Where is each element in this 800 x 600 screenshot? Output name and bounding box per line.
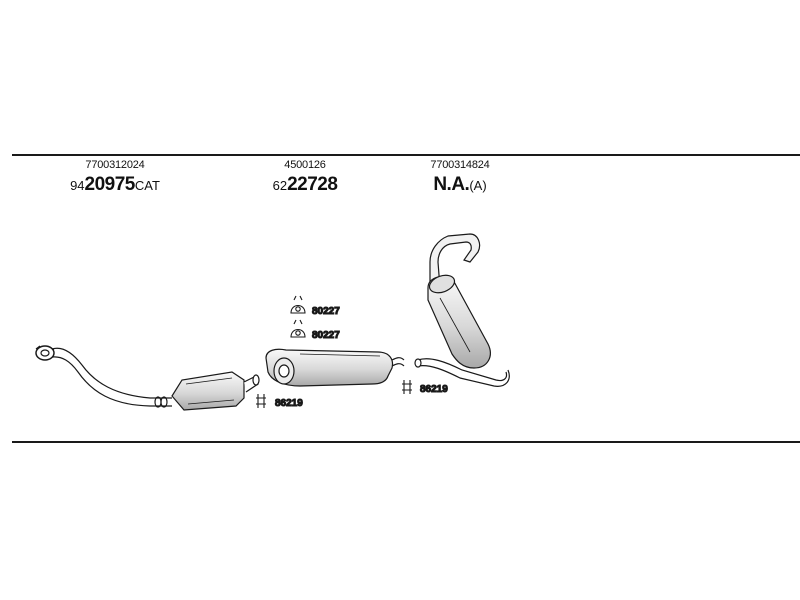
catalytic-converter-part — [35, 345, 260, 411]
code-suffix: CAT — [134, 178, 160, 193]
top-divider-line — [12, 154, 800, 156]
code-prefix: 94 — [70, 178, 85, 193]
clamp-rear-number: 86219 — [420, 384, 448, 395]
bottom-divider-line — [12, 441, 800, 443]
code-main: 20975 — [84, 174, 136, 195]
middle-silencer-part — [265, 348, 405, 387]
clamp-rear: 86219 — [402, 380, 449, 396]
hanger-2: 80227 — [290, 319, 341, 342]
hanger-1-number: 80227 — [312, 306, 340, 317]
part-number: 4500126 — [284, 159, 326, 171]
middle-silencer-label: 4500126 6222728 — [250, 159, 360, 195]
part-number: 7700312024 — [85, 159, 145, 171]
hanger-1: 80227 — [290, 295, 341, 318]
part-number: 7700314824 — [430, 159, 490, 171]
catalytic-converter-label: 7700312024 9420975CAT — [60, 159, 170, 195]
rear-silencer-part — [414, 233, 510, 387]
code-main: N.A. — [433, 174, 470, 195]
code-suffix: (A) — [469, 178, 487, 193]
clamp-front-number: 86219 — [275, 398, 303, 409]
clamp-front: 86219 — [256, 394, 304, 410]
part-code: N.A.(A) — [405, 175, 515, 194]
code-prefix: 62 — [272, 178, 288, 193]
code-main: 22728 — [287, 174, 338, 195]
part-code: 6222728 — [250, 175, 360, 194]
hanger-2-number: 80227 — [312, 330, 340, 341]
part-code: 9420975CAT — [60, 175, 170, 194]
rear-silencer-label: 7700314824 N.A.(A) — [405, 159, 515, 195]
